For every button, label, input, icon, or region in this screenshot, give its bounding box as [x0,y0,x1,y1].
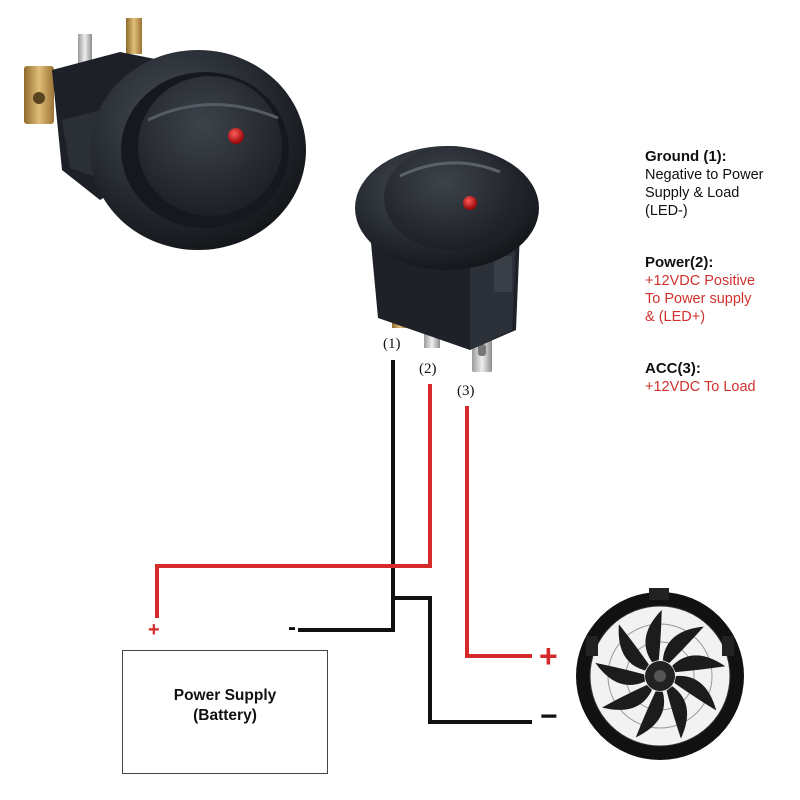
fan-blade [645,610,662,663]
wire-acc [465,406,532,658]
legend-acc-title: ACC(3): [645,360,701,377]
fan-blade [601,684,652,710]
pin-label-2: (2) [419,361,437,377]
fan-mount-tab [586,636,598,656]
pin-label-3: (3) [457,383,475,399]
legend-ground-title: Ground (1): [645,148,727,165]
mounting-clip [494,256,512,292]
fan-positive-sign: + [539,638,558,674]
legend-power-line: +12VDC Positive [645,273,756,289]
terminal-tab [126,18,142,54]
battery-positive-sign: + [148,619,160,641]
wires [155,360,532,724]
battery-label-line1: Power Supply [173,687,277,704]
legend-ground: Ground (1): Negative to Power Supply & L… [645,148,795,220]
rocker-highlight [147,103,279,122]
legend-power: Power(2): +12VDC Positive To Power suppl… [645,254,795,326]
fan-negative-sign: − [540,700,558,733]
fan-blade [618,624,649,671]
fan-blade [674,675,717,711]
fan-blade [666,686,688,739]
fan-blade [662,626,704,664]
battery-label-line2: (Battery) [193,707,257,724]
legend-ground-line: (LED-) [645,203,688,219]
led-indicator [228,128,244,144]
legend-ground-line: Negative to Power [645,167,764,183]
terminal-hole [33,92,45,104]
led-indicator [463,196,477,210]
rocker-switch-photo-center [355,146,539,372]
rocker-switch-photo-left [24,18,306,250]
battery-box [122,650,328,774]
fan-blade [595,662,645,686]
rocker-cap [384,146,516,250]
pin-label-1: (1) [383,336,401,352]
wire-ground-battery [298,360,395,632]
battery-label: Power Supply (Battery) [122,686,328,726]
fan-mount-tab [649,588,669,600]
legend-acc-line: +12VDC To Load [645,379,756,395]
legend-power-line: & (LED+) [645,309,706,325]
fan-mount-tab [722,636,734,656]
fan-blade [635,691,665,738]
wire-power [155,384,432,618]
legend-acc: ACC(3): +12VDC To Load [645,360,795,396]
fan-graphic [576,588,744,760]
legend-ground-line: Supply & Load [645,185,740,201]
terminal-hole [478,344,486,356]
fan-hub-center [654,670,666,682]
legend-power-line: To Power supply [645,291,752,307]
fan-blade [672,655,726,673]
legend-power-title: Power(2): [645,254,714,271]
rocker-cap [138,76,282,216]
rocker-highlight [399,161,501,178]
battery-negative-sign: - [288,614,296,641]
wire-ground-fan [393,596,532,724]
fan-blades [595,610,726,739]
fan-ring [589,605,731,747]
